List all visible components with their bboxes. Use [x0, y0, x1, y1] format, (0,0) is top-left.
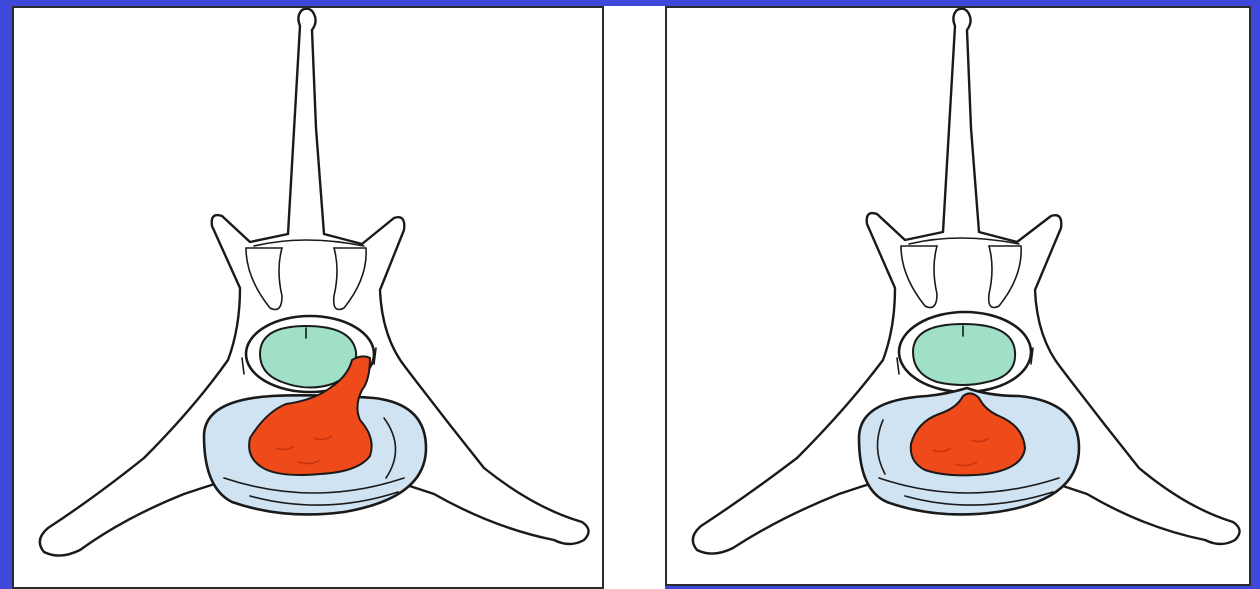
vertebra-illustration-right	[667, 8, 1251, 586]
panel-gap	[604, 6, 665, 589]
diagram-panel-left	[12, 6, 604, 589]
diagram-panel-right	[665, 6, 1251, 586]
vertebra-illustration-left	[14, 8, 604, 589]
spinal-cord	[913, 324, 1015, 385]
